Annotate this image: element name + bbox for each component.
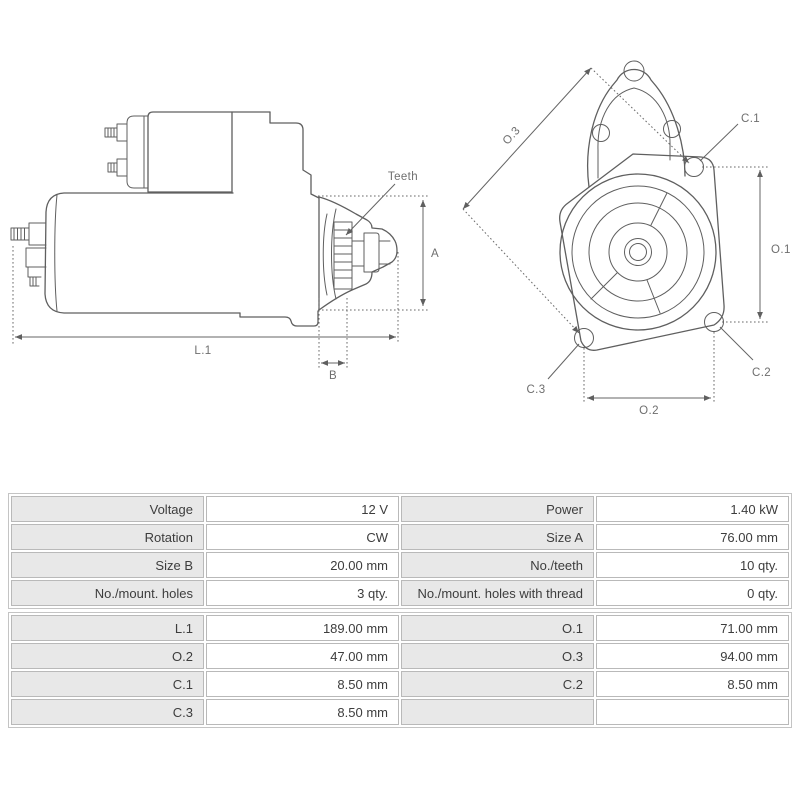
spec-section: Voltage 12 V Power 1.40 kW Rotation CW S…	[8, 493, 792, 728]
spec-value-cell: 1.40 kW	[596, 496, 789, 522]
spec-value-cell	[596, 699, 789, 725]
spec-label-cell: O.2	[11, 643, 204, 669]
motor-body	[44, 192, 241, 314]
spec-value-cell: 0 qty.	[596, 580, 789, 606]
spec-table-top: Voltage 12 V Power 1.40 kW Rotation CW S…	[8, 493, 792, 609]
dim-c1: C.1	[699, 113, 760, 162]
yoke-right-hole	[663, 120, 681, 138]
table-row: Voltage 12 V Power 1.40 kW	[11, 496, 789, 522]
dim-o3: O.3	[462, 67, 690, 334]
spec-value-cell: 94.00 mm	[596, 643, 789, 669]
spec-value-cell: 8.50 mm	[206, 671, 399, 697]
yoke-top-hole	[623, 60, 645, 82]
table-row: No./mount. holes 3 qty. No./mount. holes…	[11, 580, 789, 606]
spec-value-cell: 3 qty.	[206, 580, 399, 606]
dim-label-l1: L.1	[194, 345, 211, 357]
spec-value-cell: 12 V	[206, 496, 399, 522]
yoke-left-hole	[592, 124, 610, 142]
dim-o2: O.2	[583, 332, 715, 417]
spec-label-cell: L.1	[11, 615, 204, 641]
spec-label-cell: No./mount. holes with thread	[401, 580, 594, 606]
spec-value-cell: 189.00 mm	[206, 615, 399, 641]
starter-motor-drawing: Teeth A L.1 B	[10, 60, 791, 417]
dim-label-o1: O.1	[771, 244, 791, 256]
spec-value-cell: CW	[206, 524, 399, 550]
technical-drawing: Teeth A L.1 B	[10, 60, 791, 417]
spec-label-cell: O.3	[401, 643, 594, 669]
dim-b: B	[318, 298, 348, 382]
spec-label-cell	[401, 699, 594, 725]
table-row: Rotation CW Size A 76.00 mm	[11, 524, 789, 550]
table-row: C.1 8.50 mm C.2 8.50 mm	[11, 671, 789, 697]
dim-l1: L.1	[12, 246, 399, 357]
drive-housing	[231, 111, 320, 327]
bell-housing	[318, 196, 398, 311]
spec-value-cell: 8.50 mm	[596, 671, 789, 697]
yoke-bracket	[586, 60, 686, 188]
mounting-hole-c3	[574, 328, 594, 348]
terminal-studs	[10, 222, 47, 287]
spec-value-cell: 8.50 mm	[206, 699, 399, 725]
spec-label-cell: C.3	[11, 699, 204, 725]
table-row: L.1 189.00 mm O.1 71.00 mm	[11, 615, 789, 641]
flange-plate	[559, 153, 725, 351]
dim-label-c3: C.3	[526, 384, 545, 396]
dim-c2: C.2	[719, 326, 771, 379]
spec-value-cell: 76.00 mm	[596, 524, 789, 550]
table-row: C.3 8.50 mm	[11, 699, 789, 725]
table-row: Size B 20.00 mm No./teeth 10 qty.	[11, 552, 789, 578]
spec-label-cell: Size A	[401, 524, 594, 550]
spec-label-cell: No./mount. holes	[11, 580, 204, 606]
spec-value-cell: 20.00 mm	[206, 552, 399, 578]
spec-table-bottom: L.1 189.00 mm O.1 71.00 mm O.2 47.00 mm …	[8, 612, 792, 728]
spec-label-cell: Voltage	[11, 496, 204, 522]
spec-label-cell: O.1	[401, 615, 594, 641]
spec-label-cell: C.2	[401, 671, 594, 697]
spec-label-cell: No./teeth	[401, 552, 594, 578]
spec-value-cell: 71.00 mm	[596, 615, 789, 641]
dim-c3: C.3	[526, 343, 580, 396]
dim-label-a: A	[431, 248, 439, 260]
dim-a: A	[318, 195, 439, 311]
dim-o1: O.1	[702, 166, 791, 323]
spec-label-cell: Power	[401, 496, 594, 522]
side-view: Teeth A L.1 B	[10, 111, 439, 382]
dim-label-o3: O.3	[501, 125, 523, 148]
spec-label-cell: C.1	[11, 671, 204, 697]
dim-label-teeth: Teeth	[388, 171, 418, 183]
dim-label-c2: C.2	[752, 367, 771, 379]
front-view: O.3 C.1 O.1 C.2 C.3 O.2	[462, 60, 791, 417]
spec-label-cell: Size B	[11, 552, 204, 578]
dim-label-c1: C.1	[741, 113, 760, 125]
teeth-callout: Teeth	[345, 171, 418, 236]
dim-label-b: B	[329, 370, 337, 382]
dim-label-o2: O.2	[639, 405, 659, 417]
mounting-hole-c2	[704, 312, 724, 332]
shaft-center-hole	[629, 243, 647, 261]
pinion-gear	[333, 221, 391, 290]
spec-value-cell: 10 qty.	[596, 552, 789, 578]
flange-circles	[559, 173, 717, 331]
solenoid	[104, 111, 271, 193]
table-row: O.2 47.00 mm O.3 94.00 mm	[11, 643, 789, 669]
spec-label-cell: Rotation	[11, 524, 204, 550]
spec-value-cell: 47.00 mm	[206, 643, 399, 669]
